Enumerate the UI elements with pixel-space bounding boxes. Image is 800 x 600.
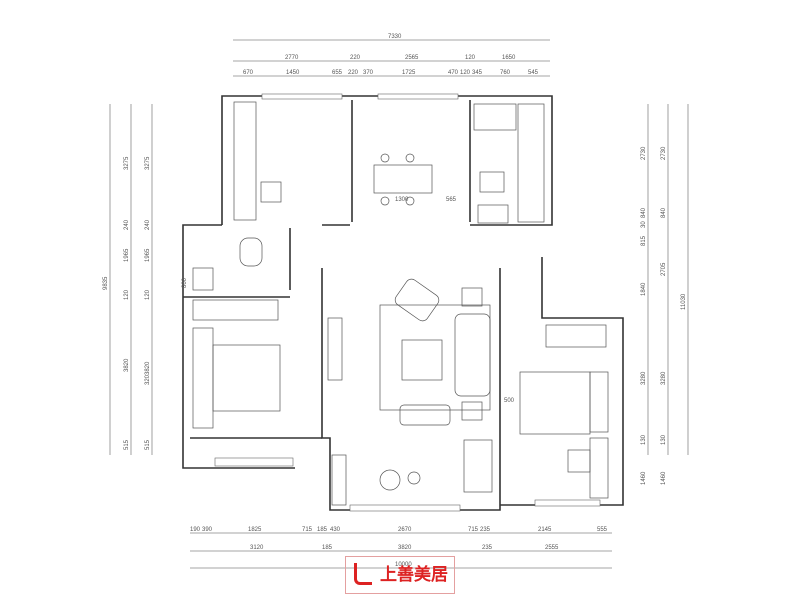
dim-label: 3820 [124,358,130,372]
dim-label: 670 [243,70,254,76]
walls [182,95,624,511]
dim-label: 235 [480,527,491,533]
window [261,93,343,100]
dim-label: 3120 [250,545,264,551]
dim-label: 1965 [145,248,151,262]
dim-label: 120 [124,289,130,300]
dim-label: 760 [500,70,511,76]
dim-label: 2730 [641,146,647,160]
dim-label: 390 [202,527,213,533]
dim-label: 840 [641,207,647,218]
dim-label: 3280 [661,371,667,385]
dim-label: 815 [641,235,647,246]
dim-label: 3275 [124,156,130,170]
dim-top-total: 7330 [388,34,402,40]
dim-label: 2565 [405,55,419,61]
window [349,504,461,512]
dim-label: 190 [190,527,201,533]
dim-label: 1460 [661,471,667,485]
dim-label: 235 [482,545,493,551]
furniture [192,101,609,506]
dim-label: 3820 [398,545,412,551]
label-dining: 1300 [395,197,409,203]
dim-label: 120 [465,55,476,61]
dim-label: 715 [468,527,479,533]
dim-label: 515 [124,439,130,450]
window [377,93,459,100]
dim-right-total: 11030 [681,293,687,310]
dim-label: 2705 [661,262,667,276]
dim-label: 1840 [641,282,647,296]
dim-label: 220 [350,55,361,61]
label-bath: 800 [182,277,188,288]
dim-label: 1450 [286,70,300,76]
dim-label: 3203820 [145,361,151,385]
dim-label: 840 [661,207,667,218]
dim-label: 30 [641,221,647,228]
dim-label: 1460 [641,471,647,485]
dim-label: 220 [348,70,359,76]
dim-label: 185 [317,527,328,533]
dim-label: 1650 [502,55,516,61]
window [534,499,601,507]
dim-label: 120 [145,289,151,300]
label-dining-2: 565 [446,197,457,203]
dim-label: 3280 [641,371,647,385]
logo-name: 上善美居 [380,565,448,585]
window [214,457,294,467]
dim-left-total: 9835 [103,276,109,290]
dim-label: 120 [460,70,471,76]
dim-label: 545 [528,70,539,76]
dim-label: 345 [472,70,483,76]
dim-label: 2730 [661,146,667,160]
label-bed: 500 [504,398,515,404]
dim-label: 2555 [545,545,559,551]
dim-label: 2770 [285,55,299,61]
dim-bottom-total: 10000 [395,562,412,568]
dim-label: 240 [145,219,151,230]
dim-label: 1725 [402,70,416,76]
dim-label: 130 [641,434,647,445]
dim-label: 240 [124,219,130,230]
dim-label: 3275 [145,156,151,170]
dim-label: 2145 [538,527,552,533]
dim-label: 430 [330,527,341,533]
dim-label: 1965 [124,248,130,262]
dim-label: 2670 [398,527,412,533]
dim-label: 185 [322,545,333,551]
brand-logo: 上善美居 [345,556,455,594]
dim-label: 555 [597,527,608,533]
dim-label: 370 [363,70,374,76]
logo-mark-icon [354,563,372,585]
dim-label: 130 [661,434,667,445]
dim-label: 470 [448,70,459,76]
dim-label: 515 [145,439,151,450]
dim-label: 655 [332,70,343,76]
dim-label: 1825 [248,527,262,533]
dim-label: 715 [302,527,313,533]
